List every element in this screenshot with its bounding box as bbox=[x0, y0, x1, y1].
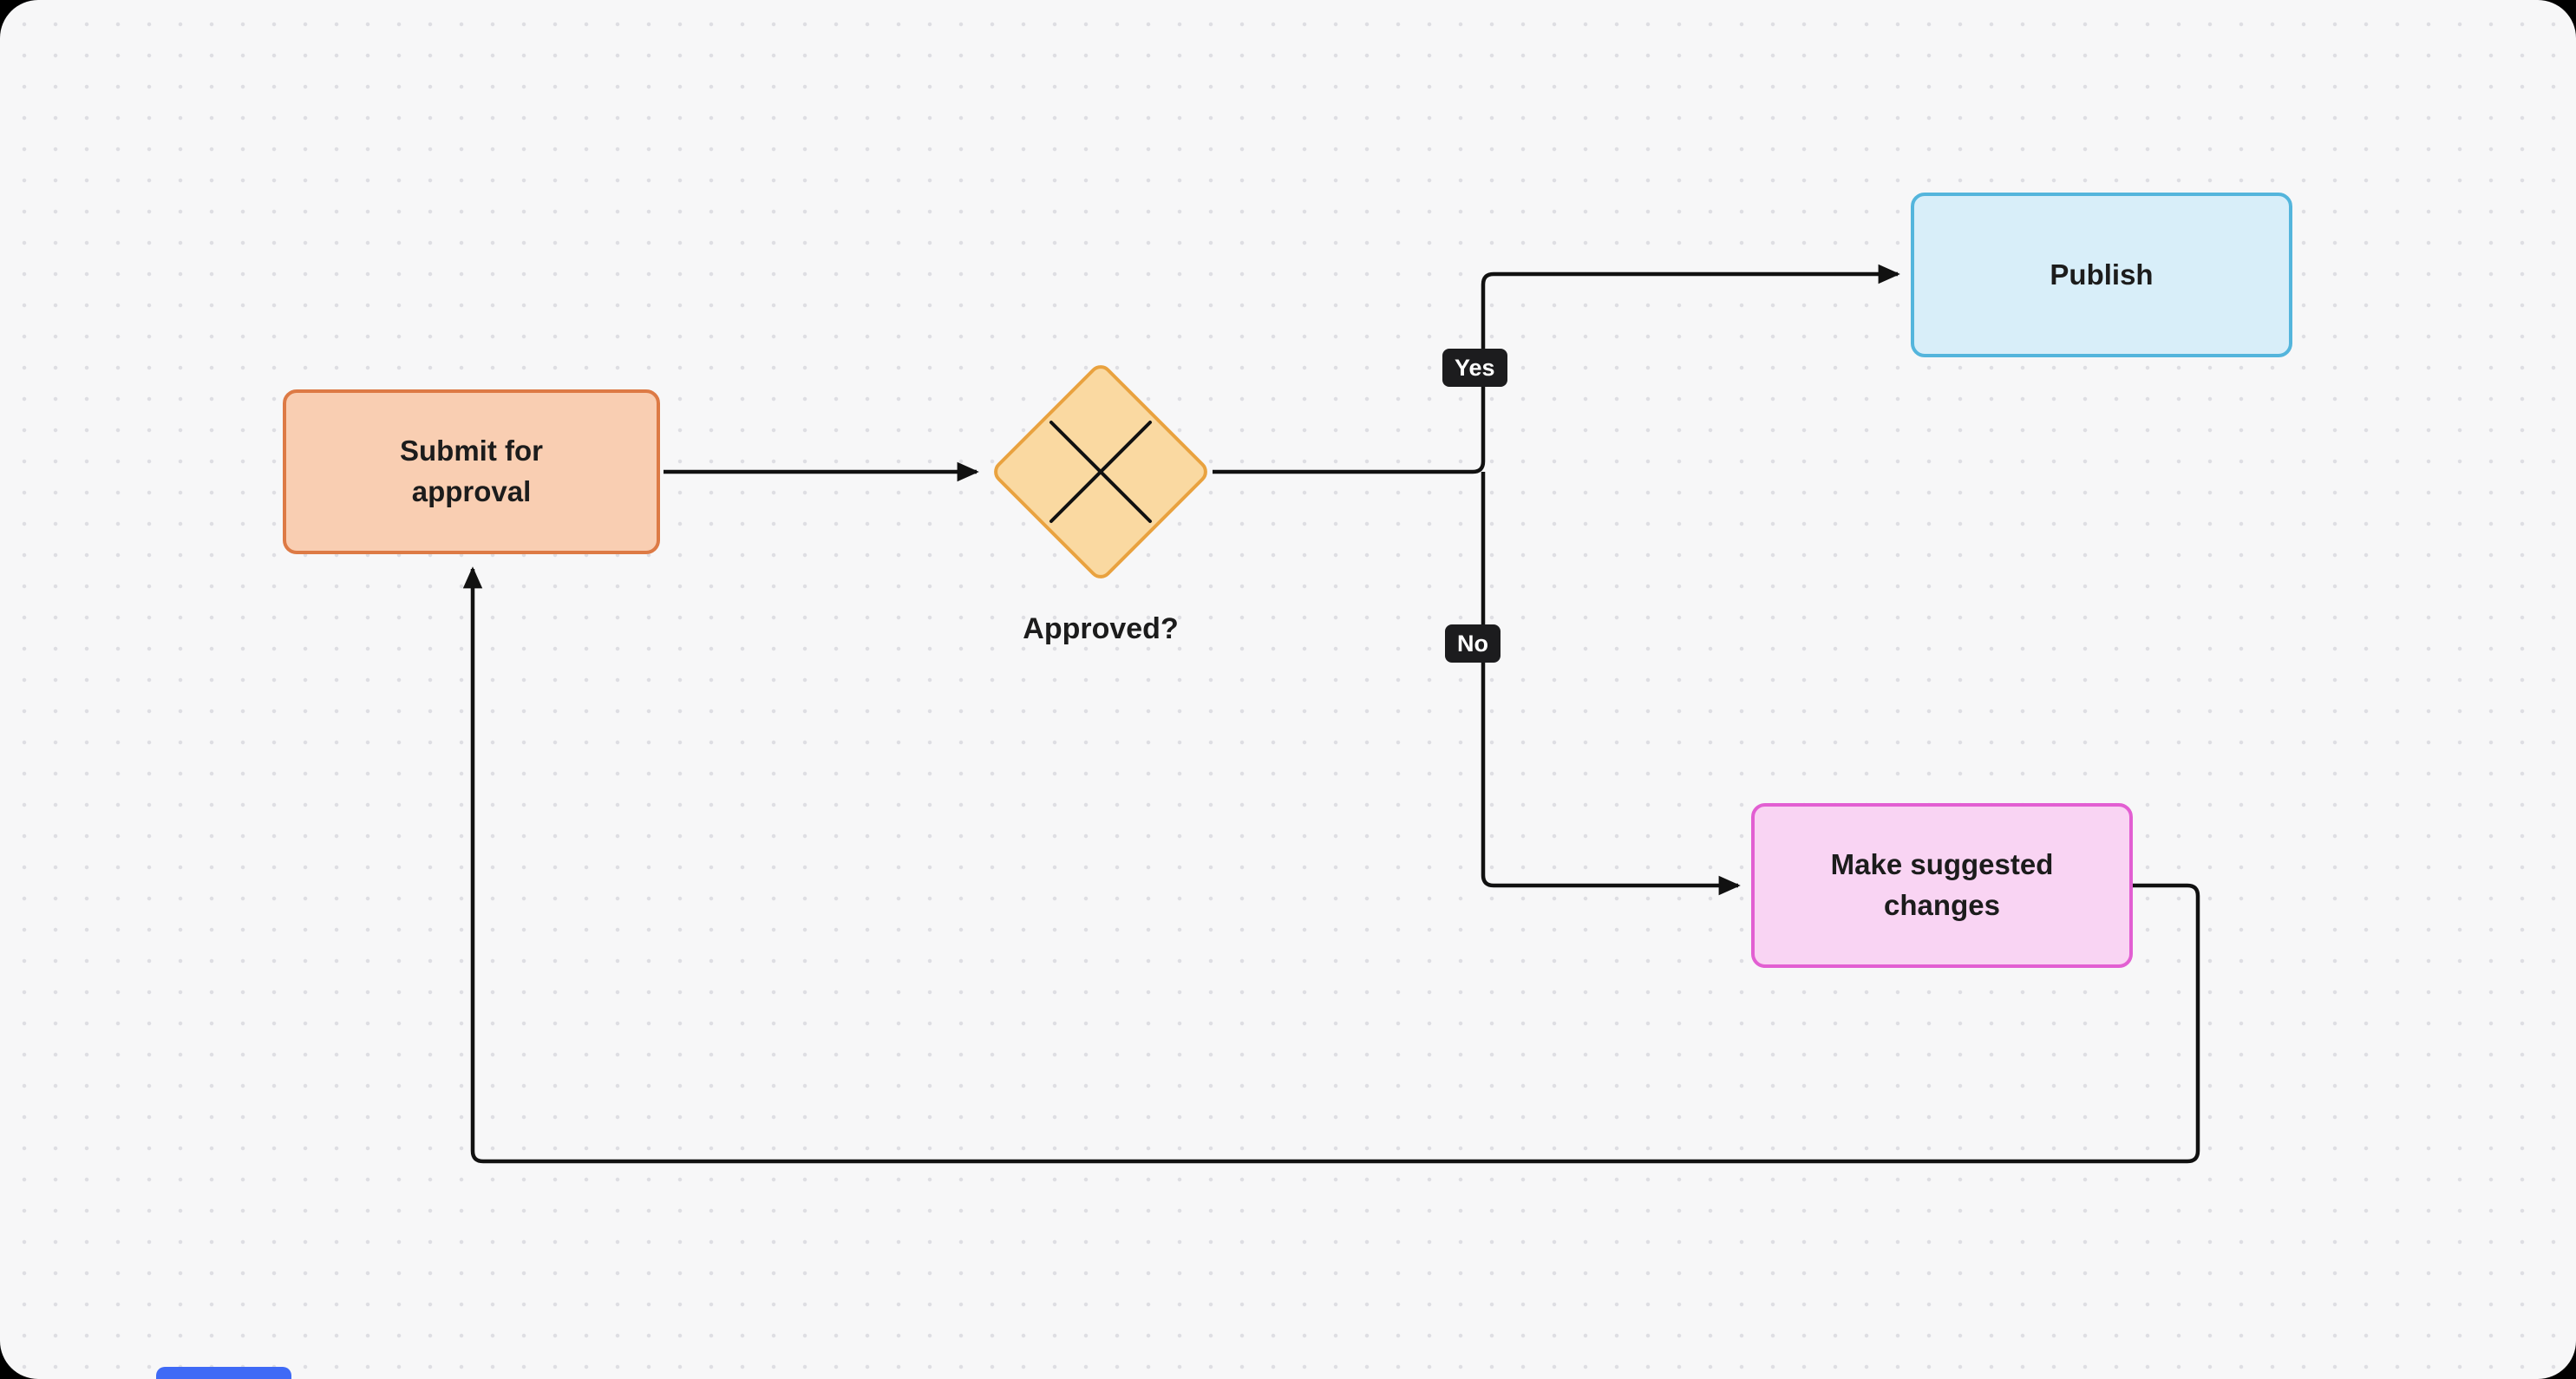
decision-caption[interactable]: Approved? bbox=[1023, 612, 1179, 645]
node-publish[interactable]: Publish bbox=[1911, 193, 2292, 357]
edge-decision-yes-to-publish[interactable] bbox=[1213, 264, 1900, 474]
edge-decision-no-to-changes[interactable] bbox=[1481, 472, 1741, 896]
node-label: Submit for approval bbox=[400, 435, 543, 507]
node-label: Make suggested changes bbox=[1830, 848, 2054, 921]
node-make-suggested-changes[interactable]: Make suggested changes bbox=[1751, 803, 2133, 968]
edge-label-yes[interactable]: Yes bbox=[1442, 349, 1507, 387]
cursor-label-fragment bbox=[156, 1367, 291, 1379]
node-submit-for-approval[interactable]: Submit for approval bbox=[283, 389, 660, 554]
edge-changes-to-submit[interactable] bbox=[462, 566, 2200, 1164]
node-label: Publish bbox=[2050, 258, 2154, 291]
node-decision-diamond[interactable] bbox=[989, 360, 1213, 584]
edge-label-no[interactable]: No bbox=[1445, 624, 1500, 663]
